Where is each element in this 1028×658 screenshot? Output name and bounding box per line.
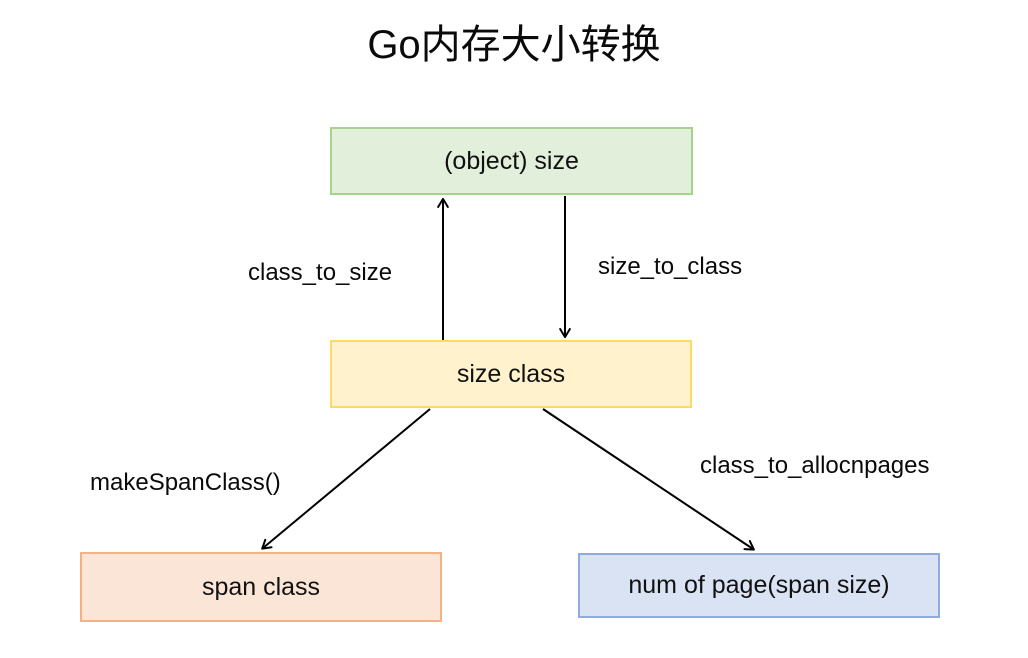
node-size-class-label: size class xyxy=(456,359,566,388)
node-object-size: (object) size xyxy=(330,127,693,195)
node-span-class-label: span class xyxy=(201,572,321,601)
node-num-of-page: num of page(span size) xyxy=(578,553,940,618)
edge-label-size-to-class: size_to_class xyxy=(598,253,743,280)
node-span-class: span class xyxy=(80,552,442,622)
node-num-of-page-label: num of page(span size) xyxy=(628,571,890,599)
arrow-class-to-allocnpages xyxy=(542,408,755,551)
edge-label-class-to-size: class_to_size xyxy=(248,259,393,286)
edge-label-make-span-class: makeSpanClass() xyxy=(90,469,281,496)
arrow-make-span-class xyxy=(261,408,431,550)
diagram-title: Go内存大小转换 xyxy=(367,23,661,67)
node-size-class: size class xyxy=(330,340,692,408)
node-object-size-label: (object) size xyxy=(444,146,579,175)
edge-label-class-to-allocnpages: class_to_allocnpages xyxy=(700,452,930,479)
